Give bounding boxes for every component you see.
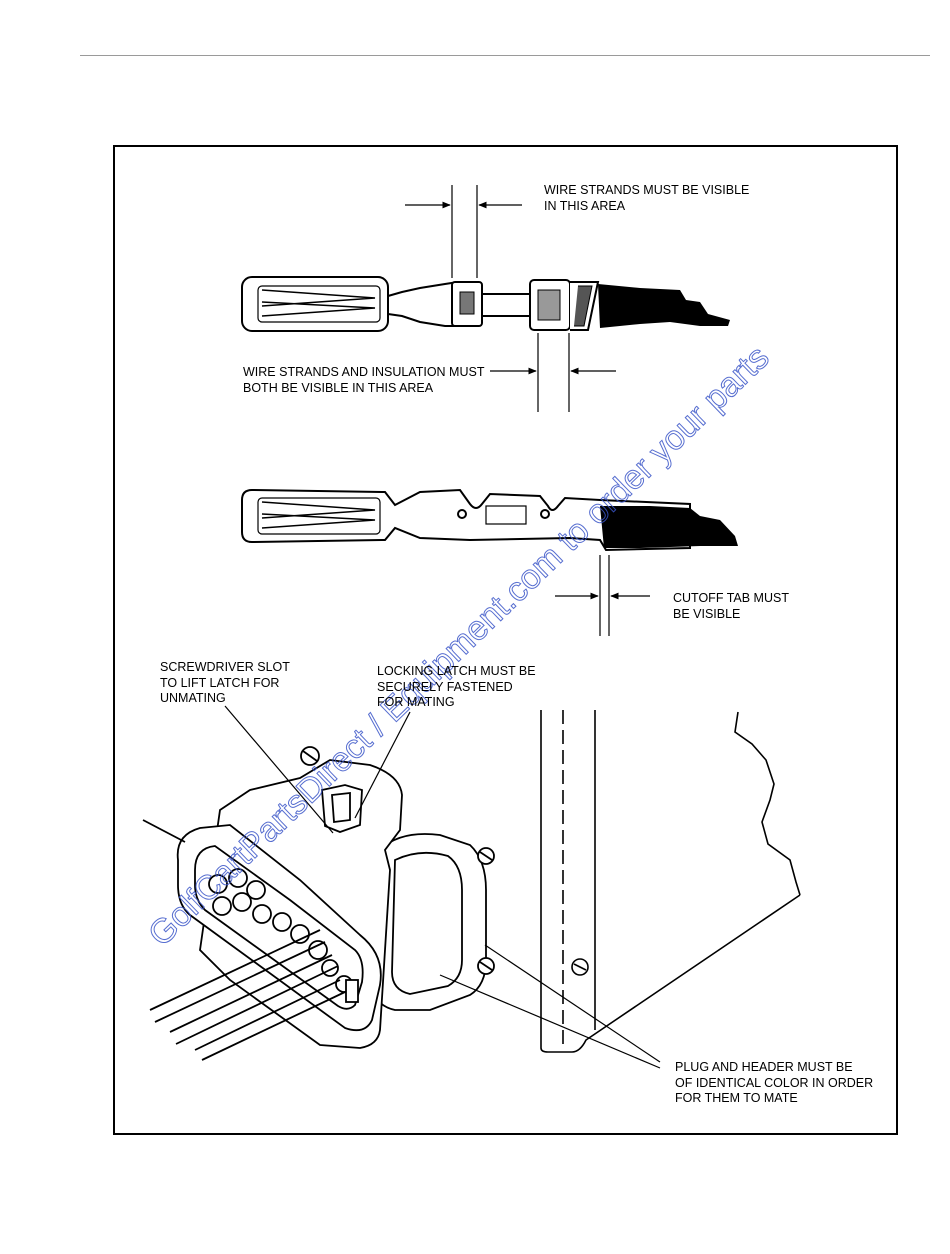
label-locking-latch: LOCKING LATCH MUST BE SECURELY FASTENED …: [377, 664, 536, 709]
figure-frame: [113, 145, 898, 1135]
wire-strands-middle: [600, 506, 738, 548]
callout-leaders: [224, 705, 661, 1069]
header-panel: [540, 710, 801, 1053]
label-cutoff-tab-visible: CUTOFF TAB MUST BE VISIBLE: [673, 591, 789, 621]
wire-strands-top: [598, 284, 730, 328]
label-screwdriver-slot: SCREWDRIVER SLOT TO LIFT LATCH FOR UNMAT…: [160, 660, 290, 705]
open-terminal-middle: [241, 488, 691, 552]
wire-bundle: [142, 819, 346, 1061]
plug-face: [176, 824, 382, 1032]
header-housing: [371, 833, 495, 1011]
label-plug-header-color: PLUG AND HEADER MUST BE OF IDENTICAL COL…: [675, 1060, 874, 1105]
strands-insulation-dimension: [490, 333, 616, 412]
page-header-rule: [80, 55, 930, 56]
strands-area-dimension: [405, 185, 522, 278]
label-wire-strands-visible: WIRE STRANDS MUST BE VISIBLE IN THIS ARE…: [544, 183, 750, 213]
cutoff-tab-dimension: [555, 555, 650, 636]
label-strands-insulation-visible: WIRE STRANDS AND INSULATION MUST BOTH BE…: [243, 365, 485, 395]
crimped-terminal-top: [241, 276, 600, 332]
